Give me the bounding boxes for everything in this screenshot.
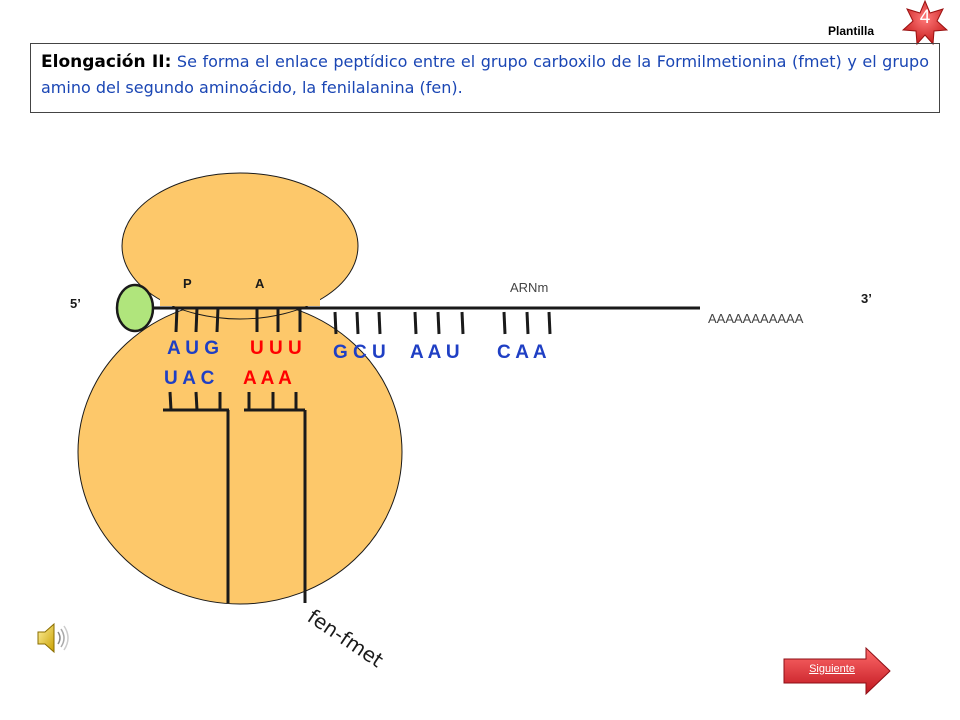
codon-uuu: U U U	[250, 338, 302, 359]
ribosome-small-subunit	[121, 172, 359, 320]
title-bold: Elongación II:	[41, 52, 172, 72]
trna-fen	[244, 392, 307, 603]
codon-ticks	[174, 307, 552, 335]
slide-number: 4	[919, 7, 931, 28]
next-button-label: Siguiente	[809, 663, 855, 675]
plantilla-label: Plantilla	[828, 24, 875, 38]
anticodon-uac: U A C	[164, 368, 215, 389]
five-prime-cap	[115, 283, 155, 333]
ribosome-seam	[160, 290, 320, 306]
anticodon-aaa: A A A	[243, 368, 292, 389]
dipeptide-label: fen-fmet	[303, 604, 388, 672]
site-a-label: A	[255, 276, 265, 291]
mrna-label: ARNm	[510, 280, 548, 295]
star-icon	[901, 0, 949, 46]
codon-gcu: G C U	[333, 342, 386, 363]
title-box: Elongación II: Se forma el enlace peptíd…	[30, 43, 940, 113]
speaker-icon[interactable]	[34, 618, 74, 658]
arrow-right-icon	[783, 646, 891, 696]
slide-number-badge: 4	[901, 0, 949, 46]
site-p-label: P	[183, 276, 192, 291]
poly-a-tail: AAAAAAAAAAA	[708, 311, 804, 326]
trna-fmet	[163, 391, 230, 603]
codon-aau: A A U	[410, 342, 460, 363]
codon-aug: A U G	[167, 338, 219, 359]
title-body: Se forma el enlace peptídico entre el gr…	[41, 52, 930, 97]
five-prime-label: 5’	[70, 296, 81, 311]
title-text: Elongación II: Se forma el enlace peptíd…	[41, 49, 929, 101]
codon-caa: C A A	[497, 342, 547, 363]
three-prime-label: 3’	[861, 291, 872, 306]
next-button[interactable]: Siguiente	[782, 645, 894, 697]
